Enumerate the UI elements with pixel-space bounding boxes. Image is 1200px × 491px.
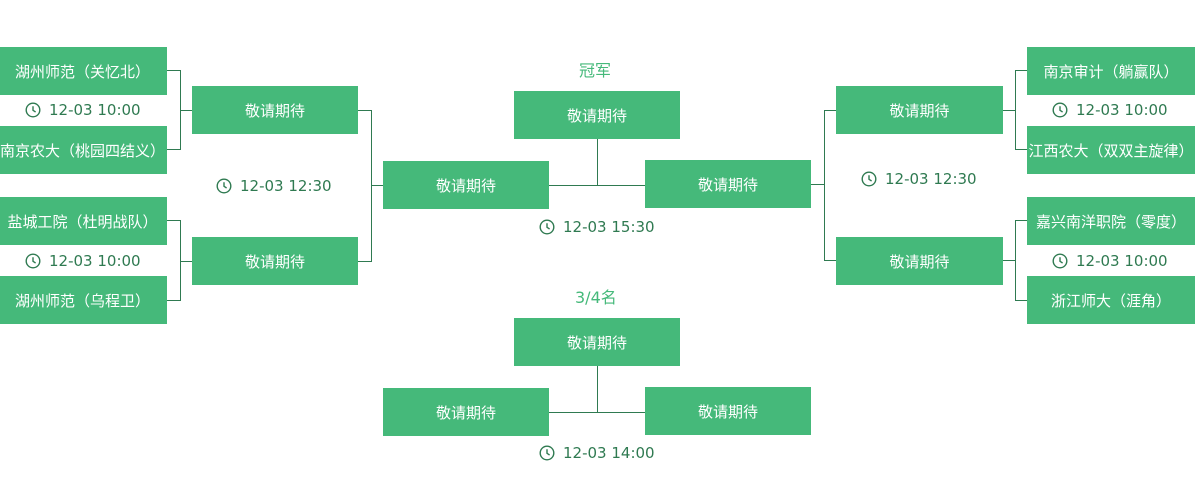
- match-box-right-semi-1: 敬请期待: [836, 86, 1003, 134]
- connector-line: [167, 149, 180, 150]
- match-time-final: 12-03 15:30: [539, 217, 655, 237]
- connector-line: [358, 261, 371, 262]
- clock-icon: [539, 445, 555, 461]
- final-box-right: 敬请期待: [645, 160, 811, 208]
- connector-line: [1003, 260, 1015, 261]
- match-time-text: 12-03 12:30: [240, 177, 332, 195]
- match-time-left-semi: 12-03 12:30: [216, 176, 332, 196]
- connector-line: [824, 110, 825, 261]
- connector-line: [1003, 110, 1015, 111]
- connector-line: [824, 260, 836, 261]
- match-time-text: 12-03 10:00: [49, 101, 141, 119]
- connector-line: [1015, 220, 1027, 221]
- match-time-right-semi: 12-03 12:30: [861, 169, 977, 189]
- connector-line: [180, 220, 181, 301]
- connector-line: [180, 261, 192, 262]
- match-time-left-1: 12-03 10:00: [25, 100, 141, 120]
- connector-line: [1015, 70, 1027, 71]
- connector-line: [597, 139, 598, 185]
- third-box-left: 敬请期待: [383, 388, 549, 436]
- connector-line: [549, 185, 645, 186]
- match-time-third: 12-03 14:00: [539, 443, 655, 463]
- clock-icon: [25, 102, 41, 118]
- clock-icon: [539, 219, 555, 235]
- connector-line: [597, 366, 598, 412]
- match-time-text: 12-03 14:00: [563, 444, 655, 462]
- match-time-text: 12-03 10:00: [49, 252, 141, 270]
- connector-line: [371, 185, 383, 186]
- connector-line: [1015, 300, 1027, 301]
- connector-line: [180, 110, 192, 111]
- connector-line: [1015, 70, 1016, 150]
- match-box-right-semi-2: 敬请期待: [836, 237, 1003, 285]
- team-box-left-4: 湖州师范（乌程卫）: [0, 276, 167, 324]
- team-box-right-2: 江西农大（双双主旋律）: [1027, 126, 1195, 174]
- team-box-right-4: 浙江师大（涯角）: [1027, 276, 1195, 324]
- team-box-left-1: 湖州师范（关忆北）: [0, 47, 167, 95]
- connector-line: [824, 110, 836, 111]
- match-time-right-2: 12-03 10:00: [1052, 251, 1168, 271]
- clock-icon: [1052, 102, 1068, 118]
- connector-line: [811, 184, 824, 185]
- team-box-right-3: 嘉兴南洋职院（零度）: [1027, 197, 1195, 245]
- match-time-text: 12-03 10:00: [1076, 101, 1168, 119]
- match-time-text: 12-03 10:00: [1076, 252, 1168, 270]
- clock-icon: [25, 253, 41, 269]
- match-time-text: 12-03 15:30: [563, 218, 655, 236]
- connector-line: [1015, 220, 1016, 301]
- team-box-left-3: 盐城工院（杜明战队）: [0, 197, 167, 245]
- third-box-right: 敬请期待: [645, 387, 811, 435]
- connector-line: [167, 70, 180, 71]
- third-place-box: 敬请期待: [514, 318, 680, 366]
- third-place-title: 3/4名: [575, 288, 617, 307]
- clock-icon: [216, 178, 232, 194]
- connector-line: [1015, 149, 1027, 150]
- connector-line: [371, 110, 372, 262]
- match-time-right-1: 12-03 10:00: [1052, 100, 1168, 120]
- connector-line: [358, 110, 371, 111]
- clock-icon: [861, 171, 877, 187]
- final-title: 冠军: [579, 61, 612, 80]
- clock-icon: [1052, 253, 1068, 269]
- champion-box: 敬请期待: [514, 91, 680, 139]
- connector-line: [549, 412, 645, 413]
- connector-line: [167, 300, 180, 301]
- match-box-left-semi-1: 敬请期待: [192, 86, 358, 134]
- match-box-left-semi-2: 敬请期待: [192, 237, 358, 285]
- team-box-right-1: 南京审计（躺赢队）: [1027, 47, 1195, 95]
- final-box-left: 敬请期待: [383, 161, 549, 209]
- connector-line: [167, 220, 180, 221]
- team-box-left-2: 南京农大（桃园四结义）: [0, 126, 167, 174]
- match-time-text: 12-03 12:30: [885, 170, 977, 188]
- match-time-left-2: 12-03 10:00: [25, 251, 141, 271]
